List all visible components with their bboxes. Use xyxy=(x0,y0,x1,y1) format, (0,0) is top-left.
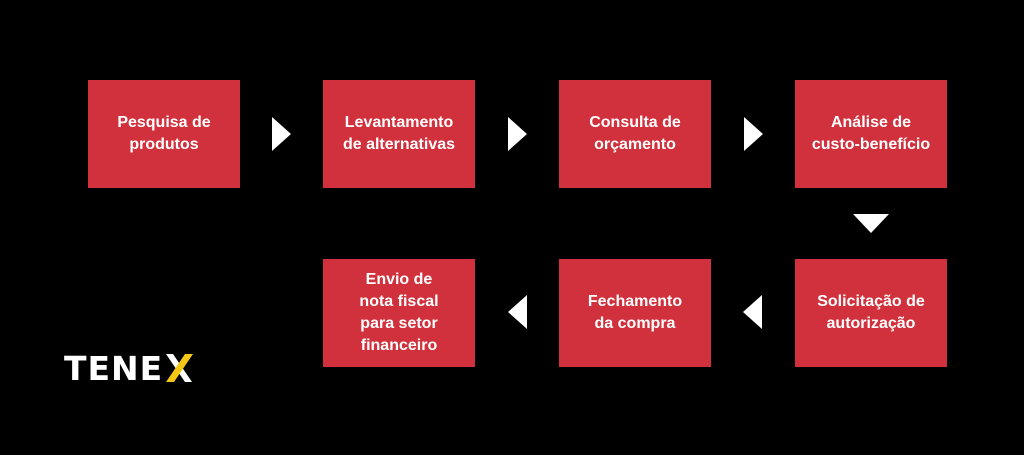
logo-x-mark-icon xyxy=(166,354,194,382)
step-label-fechamento: Fechamento da compra xyxy=(587,293,683,332)
tenex-logo: TENE xyxy=(64,348,194,388)
arrow-right-icon xyxy=(508,117,527,151)
step-label-envio: Envio de nota fiscal para setor financei… xyxy=(359,271,439,354)
logo-text: TENE xyxy=(64,348,164,388)
step-box-envio: Envio de nota fiscal para setor financei… xyxy=(323,259,475,367)
arrow-down-icon xyxy=(853,214,889,233)
step-label-levantamento: Levantamento de alternativas xyxy=(342,114,456,153)
arrow-left-icon xyxy=(743,295,762,329)
step-label-consulta: Consulta de orçamento xyxy=(589,114,681,153)
step-box-solicitacao: Solicitação de autorização xyxy=(795,259,947,367)
step-box-levantamento: Levantamento de alternativas xyxy=(323,80,475,188)
arrow-right-icon xyxy=(272,117,291,151)
step-box-pesquisa: Pesquisa de produtos xyxy=(88,80,240,188)
step-box-analise: Análise de custo-benefício xyxy=(795,80,947,188)
step-label-solicitacao: Solicitação de autorização xyxy=(817,293,925,332)
arrow-left-icon xyxy=(508,295,527,329)
step-label-pesquisa: Pesquisa de produtos xyxy=(117,114,211,153)
step-box-fechamento: Fechamento da compra xyxy=(559,259,711,367)
arrow-right-icon xyxy=(744,117,763,151)
step-label-analise: Análise de custo-benefício xyxy=(811,114,931,153)
step-box-consulta: Consulta de orçamento xyxy=(559,80,711,188)
